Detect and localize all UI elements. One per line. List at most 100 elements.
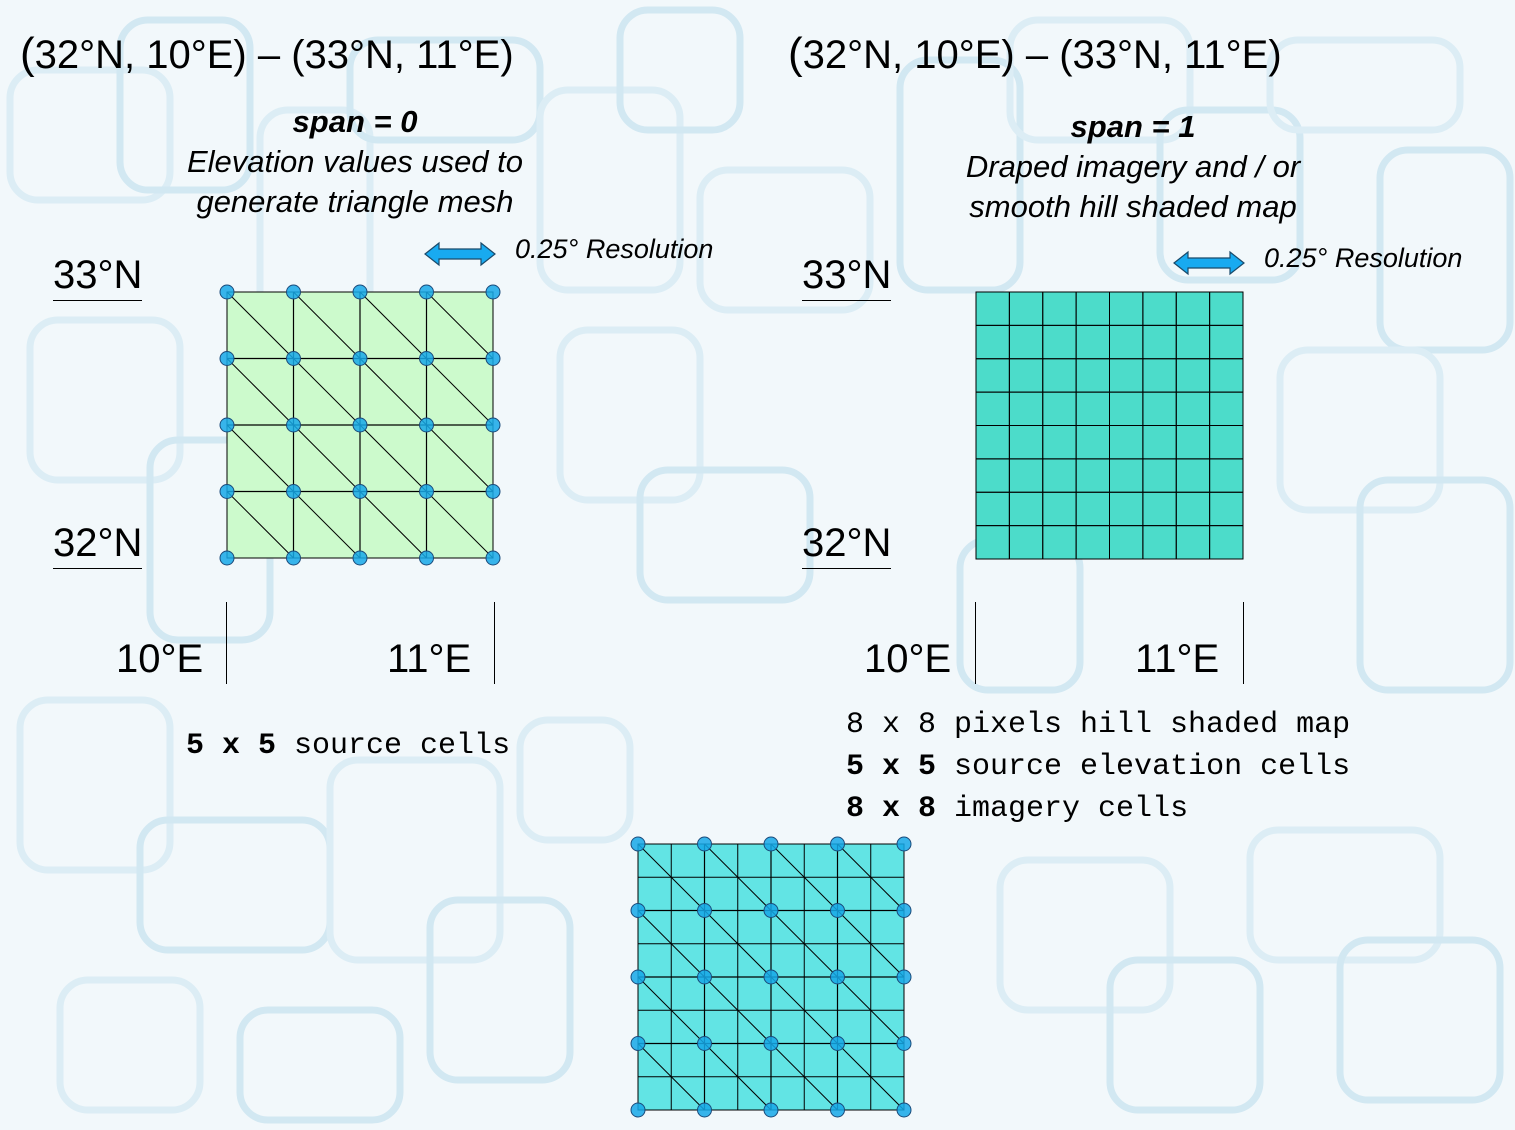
- elevation-node: [219, 550, 235, 566]
- mesh-triangle-diagonal: [426, 358, 494, 426]
- elevation-node: [485, 484, 501, 499]
- legend-line-hillshade: 8 x 8 pixels hill shaded map: [846, 708, 1351, 742]
- right-lon-right: 11°E: [1135, 637, 1220, 681]
- mesh-triangle-diagonal: [426, 424, 494, 492]
- background-shape: [56, 976, 204, 1114]
- background-shape: [1156, 106, 1304, 284]
- right-lat-top: 33°N: [802, 252, 892, 301]
- background-shape: [896, 56, 1024, 294]
- mesh-triangle-diagonal: [704, 976, 772, 1044]
- elevation-node: [697, 903, 712, 918]
- elevation-node: [630, 903, 646, 918]
- elevation-node: [485, 351, 501, 366]
- elevation-node: [352, 484, 368, 499]
- right-caption: span = 1 Draped imagery and / or smooth …: [898, 107, 1368, 227]
- mesh-triangle-diagonal: [837, 1043, 905, 1111]
- mesh-triangle-diagonal: [770, 910, 838, 978]
- left-resolution-label: 0.25° Resolution: [515, 234, 714, 264]
- left-lon-tick-10: [226, 602, 227, 684]
- mesh-triangle-diagonal: [293, 358, 361, 426]
- elevation-node: [896, 1102, 912, 1118]
- background-shape: [1356, 476, 1514, 694]
- mesh-triangle-diagonal: [226, 291, 294, 359]
- elevation-node: [419, 417, 434, 433]
- elevation-node: [286, 484, 301, 499]
- elevation-node: [419, 484, 434, 499]
- left-span-label: span = 0: [292, 104, 418, 139]
- mesh-triangle-diagonal: [293, 491, 361, 559]
- elevation-node: [286, 550, 301, 566]
- elevation-node: [352, 351, 368, 366]
- left-cells-label: 5 x 5 source cells: [186, 729, 511, 763]
- mesh-triangle-diagonal: [704, 1043, 772, 1111]
- background-shape: [1246, 826, 1444, 964]
- mesh-triangle-diagonal: [704, 843, 772, 911]
- mesh-triangle-diagonal: [837, 910, 905, 978]
- left-resolution-arrow-icon: [424, 241, 496, 267]
- elevation-node: [697, 836, 712, 852]
- mesh-triangle-diagonal: [359, 358, 427, 426]
- elevation-node: [219, 351, 235, 366]
- mesh-triangle-diagonal: [426, 291, 494, 359]
- elevation-node: [763, 969, 779, 985]
- triangle-mesh-grid: [219, 284, 501, 566]
- elevation-node: [896, 903, 912, 918]
- mesh-triangle-diagonal: [837, 976, 905, 1044]
- elevation-node: [763, 1102, 779, 1118]
- mesh-triangle-diagonal: [293, 291, 361, 359]
- elevation-node: [286, 351, 301, 366]
- elevation-node: [630, 969, 646, 985]
- imagery-cell: [1209, 525, 1244, 560]
- elevation-node: [419, 550, 434, 566]
- right-lon-left: 10°E: [864, 637, 952, 681]
- elevation-node: [219, 284, 235, 300]
- background-shape: [1106, 956, 1264, 1114]
- elevation-node: [697, 1036, 712, 1051]
- elevation-node: [630, 1036, 646, 1051]
- elevation-node: [830, 903, 845, 918]
- mesh-triangle-diagonal: [770, 843, 838, 911]
- elevation-node: [697, 969, 712, 985]
- right-description-line1: Draped imagery and / or: [965, 149, 1301, 184]
- background-shape: [636, 466, 814, 604]
- right-lat-bottom: 32°N: [802, 520, 892, 569]
- mesh-triangle-diagonal: [637, 976, 705, 1044]
- background-shape: [1276, 346, 1444, 514]
- right-lon-tick-11: [1243, 602, 1244, 684]
- elevation-node: [219, 417, 235, 433]
- elevation-node: [763, 903, 779, 918]
- elevation-node: [763, 836, 779, 852]
- mesh-triangle-diagonal: [226, 358, 294, 426]
- mesh-triangle-diagonal: [359, 491, 427, 559]
- mesh-triangle-diagonal: [637, 843, 705, 911]
- elevation-node: [896, 1036, 912, 1051]
- background-shape: [1336, 936, 1504, 1104]
- mesh-triangle-diagonal: [226, 424, 294, 492]
- left-caption: span = 0 Elevation values used to genera…: [120, 102, 590, 222]
- background-shape: [696, 166, 874, 314]
- elevation-node: [763, 1036, 779, 1051]
- background-shape: [26, 316, 184, 484]
- background-shape: [6, 66, 174, 204]
- background-shape: [346, 36, 544, 144]
- elevation-node: [419, 351, 434, 366]
- background-shape: [616, 6, 744, 134]
- right-title: (32°N, 10°E) – (33°N, 11°E): [788, 29, 1282, 78]
- elevation-node: [219, 484, 235, 499]
- background-shape: [116, 16, 254, 194]
- elevation-node: [352, 417, 368, 433]
- background-shape: [236, 1006, 404, 1124]
- elevation-node: [352, 284, 368, 300]
- elevation-node: [630, 836, 646, 852]
- left-lon-right: 11°E: [387, 637, 472, 681]
- left-lon-tick-11: [494, 602, 495, 684]
- legend-line-elevation: 5 x 5 source elevation cells: [846, 750, 1351, 784]
- background-shape: [996, 856, 1174, 1014]
- elevation-node: [419, 284, 434, 300]
- elevation-node: [830, 969, 845, 985]
- elevation-node: [352, 550, 368, 566]
- mesh-triangle-diagonal: [226, 491, 294, 559]
- elevation-node: [896, 836, 912, 852]
- legend-line-imagery: 8 x 8 imagery cells: [846, 792, 1189, 826]
